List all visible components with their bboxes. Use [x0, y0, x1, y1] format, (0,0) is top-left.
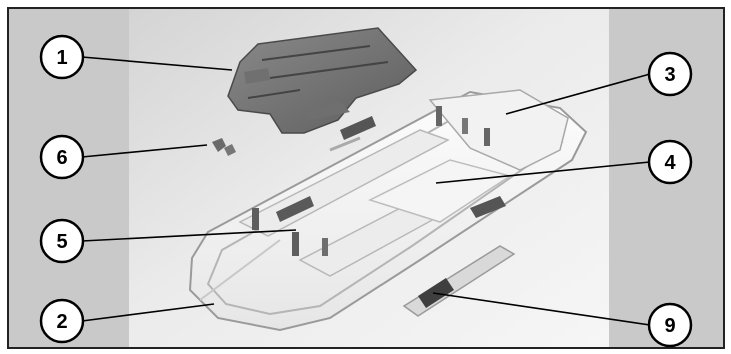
- callout-4: 4: [649, 141, 691, 183]
- callout-2: 2: [41, 300, 83, 342]
- callout-6: 6: [41, 136, 83, 178]
- callout-label-4: 4: [664, 152, 676, 174]
- callout-9: 9: [649, 304, 691, 346]
- callout-label-9: 9: [664, 315, 675, 337]
- callout-3: 3: [649, 53, 691, 95]
- callout-label-3: 3: [664, 64, 675, 86]
- callout-label-1: 1: [56, 47, 67, 69]
- callout-label-5: 5: [56, 231, 67, 253]
- callout-1: 1: [41, 36, 83, 78]
- callout-label-2: 2: [56, 311, 67, 333]
- callout-label-6: 6: [56, 147, 67, 169]
- callout-5: 5: [41, 220, 83, 262]
